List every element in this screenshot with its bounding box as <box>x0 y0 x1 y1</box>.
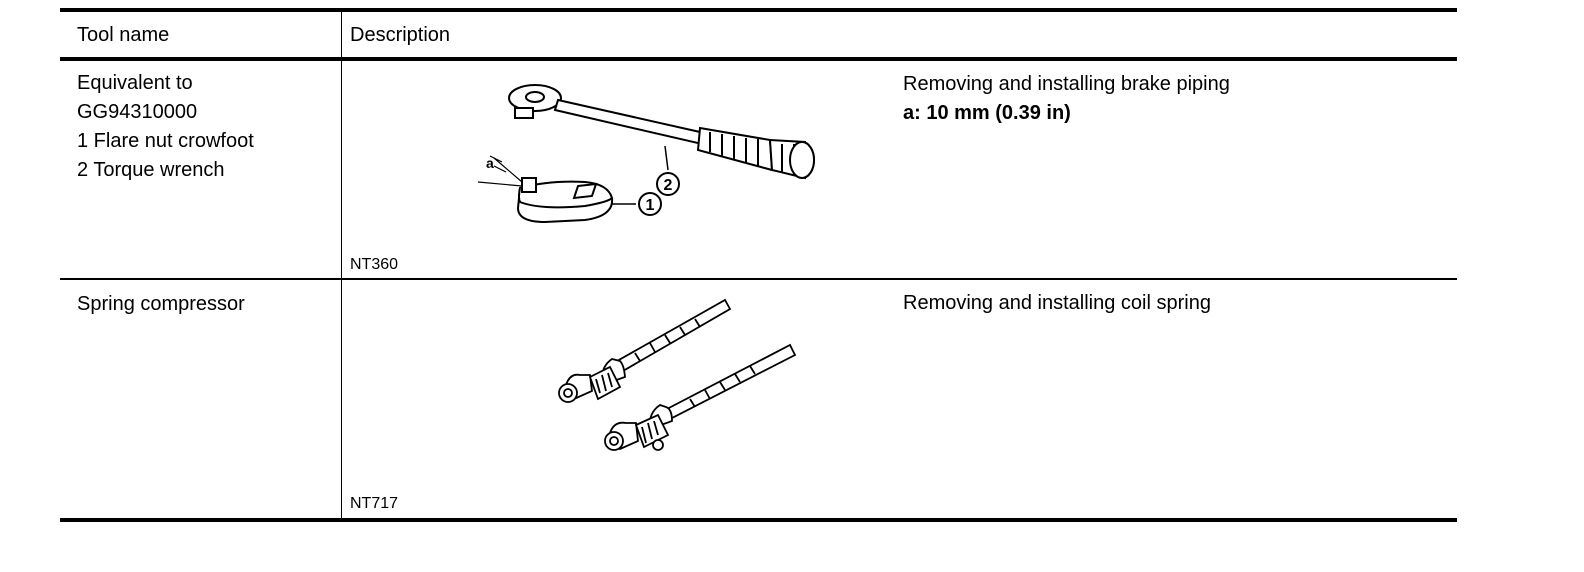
flare-nut-crowfoot-and-torque-wrench-illustration: 2 1 a <box>477 84 815 224</box>
callout-2: 2 <box>664 177 673 194</box>
row-divider-rule <box>60 278 1457 280</box>
header-tool-name: Tool name <box>77 24 170 46</box>
header-bottom-rule <box>60 57 1457 61</box>
callout-a: a <box>486 155 494 171</box>
table-top-rule <box>60 8 1457 12</box>
row1-tool-line: Equivalent to <box>77 72 193 94</box>
row1-description: Removing and installing brake piping <box>903 73 1230 95</box>
row2-illustration-code: NT717 <box>350 495 399 512</box>
row2-description: Removing and installing coil spring <box>903 292 1211 314</box>
column-divider <box>341 8 342 520</box>
row1-tool-line: 1 Flare nut crowfoot <box>77 130 254 152</box>
row2-tool-name: Spring compressor <box>77 293 245 315</box>
spring-compressor-illustration <box>558 298 797 451</box>
callout-1: 1 <box>646 197 655 214</box>
table-bottom-rule <box>60 518 1457 522</box>
row1-tool-line: 2 Torque wrench <box>77 159 225 181</box>
special-tools-table: Tool name Description Equivalent to GG94… <box>60 0 1457 572</box>
row1-illustration-code: NT360 <box>350 256 399 273</box>
row1-tool-line: GG94310000 <box>77 101 198 123</box>
row1-spec: a: 10 mm (0.39 in) <box>903 102 1071 124</box>
header-description: Description <box>350 24 451 46</box>
row1-tool-name: Equivalent to GG94310000 1 Flare nut cro… <box>77 69 254 185</box>
